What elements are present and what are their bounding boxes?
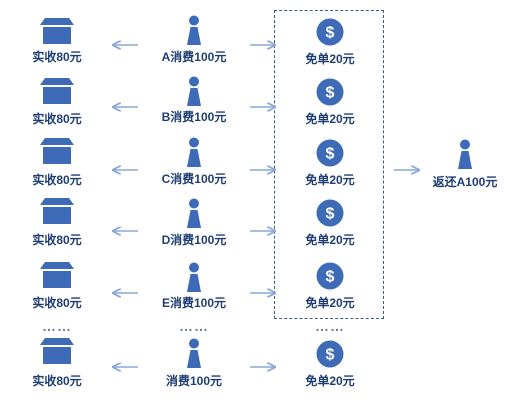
customer-spend-label: 消费100元 — [165, 374, 223, 388]
shop-received-label: 实收80元 — [32, 374, 82, 388]
arrow-left — [112, 102, 138, 112]
free-order-label: 免单20元 — [305, 233, 355, 247]
shop-received-label: 实收80元 — [32, 173, 82, 187]
shop-received-label: 实收80元 — [32, 296, 82, 310]
dollar-coin-icon — [316, 199, 344, 227]
free-order-label: 免单20元 — [305, 374, 355, 388]
arrow-right — [250, 362, 276, 372]
shop-icon — [40, 138, 74, 164]
person-icon — [184, 338, 204, 368]
arrow-right — [250, 226, 276, 236]
arrow-left — [112, 226, 138, 236]
refund-label: 返还A100元 — [432, 175, 498, 189]
shop-received-label: 实收80元 — [32, 112, 82, 126]
dollar-coin-icon — [316, 139, 344, 167]
shop-icon — [40, 262, 74, 288]
arrow-right-refund — [394, 165, 420, 175]
arrow-right — [250, 288, 276, 298]
arrow-left — [112, 362, 138, 372]
shop-received-label: 实收80元 — [32, 50, 82, 64]
shop-received-label: 实收80元 — [32, 233, 82, 247]
arrow-right — [250, 102, 276, 112]
shop-icon — [40, 18, 74, 44]
shop-icon — [40, 78, 74, 104]
free-order-label: 免单20元 — [305, 296, 355, 310]
free-order-label: 免单20元 — [305, 112, 355, 126]
person-icon — [455, 139, 475, 169]
person-icon — [184, 198, 204, 228]
shop-icon — [40, 338, 74, 364]
person-icon — [184, 15, 204, 45]
person-icon — [184, 262, 204, 292]
dollar-coin-icon — [316, 78, 344, 106]
customer-spend-label: E消费100元 — [161, 296, 227, 310]
person-icon — [184, 76, 204, 106]
dollar-coin-icon — [316, 340, 344, 368]
free-order-label: 免单20元 — [305, 52, 355, 66]
dollar-coin-icon — [316, 18, 344, 46]
free-order-label: 免单20元 — [305, 173, 355, 187]
customer-spend-label: C消费100元 — [161, 172, 227, 186]
dollar-coin-icon — [316, 262, 344, 290]
ellipsis-coupon: …… — [315, 318, 345, 334]
arrow-left — [112, 165, 138, 175]
ellipsis-shop: …… — [42, 318, 72, 334]
customer-spend-label: A消费100元 — [161, 50, 227, 64]
customer-spend-label: D消费100元 — [161, 233, 227, 247]
arrow-left — [112, 288, 138, 298]
ellipsis-customer: …… — [179, 318, 209, 334]
shop-icon — [40, 198, 74, 224]
arrow-left — [112, 40, 138, 50]
person-icon — [184, 137, 204, 167]
free-order-group-box — [274, 10, 384, 319]
arrow-right — [250, 40, 276, 50]
customer-spend-label: B消费100元 — [161, 110, 227, 124]
arrow-right — [250, 165, 276, 175]
